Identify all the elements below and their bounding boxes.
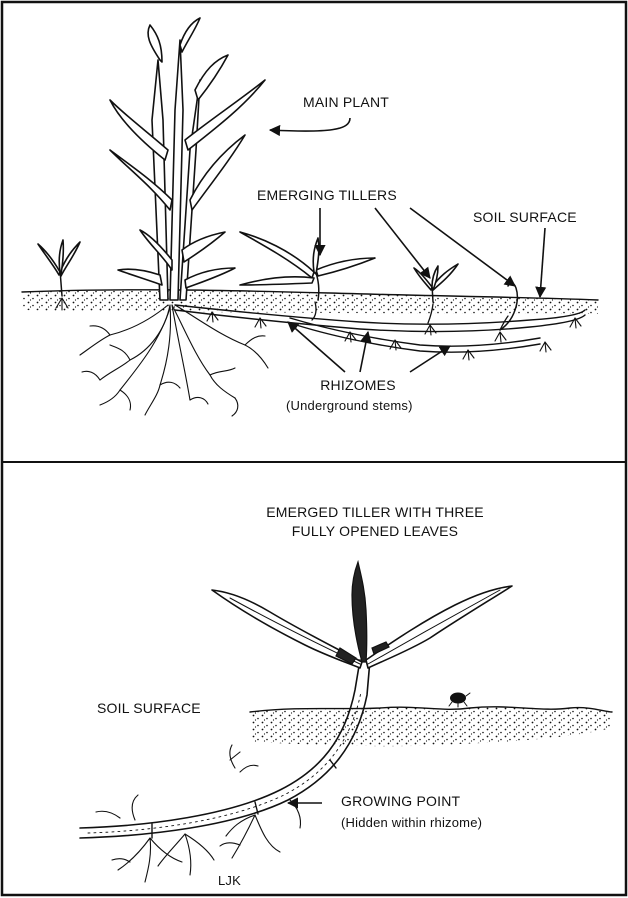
main-plant-label: MAIN PLANT — [303, 94, 389, 110]
rhizome-arrow-2 — [360, 332, 368, 372]
bottom-roots — [96, 745, 301, 882]
bottom-title-line1: EMERGED TILLER WITH THREE — [266, 504, 484, 520]
top-soil-band — [22, 290, 598, 314]
rhizomes-sublabel: (Underground stems) — [286, 398, 413, 413]
rhizomes-label: RHIZOMES — [320, 377, 396, 393]
top-soil-surface-label: SOIL SURFACE — [473, 209, 577, 225]
beetle-icon — [449, 693, 470, 708]
bottom-panel: EMERGED TILLER WITH THREE FULLY OPENED L… — [80, 504, 612, 888]
tiller-arrow-2 — [375, 208, 430, 278]
bottom-title-line2: FULLY OPENED LEAVES — [292, 523, 458, 539]
rhizome-arrow-1 — [288, 322, 345, 372]
emerging-tillers-label: EMERGING TILLERS — [257, 187, 397, 203]
bottom-rhizome — [80, 660, 370, 838]
main-plant — [110, 18, 265, 300]
emerging-tiller-1 — [240, 232, 375, 300]
emerged-tiller — [212, 562, 512, 668]
soil-surface-arrow — [540, 228, 545, 297]
main-plant-arrow — [270, 118, 350, 131]
bottom-soil-band — [250, 707, 612, 746]
artist-initials: LJK — [218, 873, 241, 888]
main-plant-roots — [80, 305, 268, 416]
growing-point-sublabel: (Hidden within rhizome) — [341, 815, 482, 830]
bottom-soil-surface-label: SOIL SURFACE — [97, 700, 201, 716]
top-panel: MAIN PLANT EMERGING TILLERS SOIL SURFACE… — [22, 18, 598, 416]
growing-point-label: GROWING POINT — [341, 793, 461, 809]
left-seedling — [38, 240, 80, 296]
